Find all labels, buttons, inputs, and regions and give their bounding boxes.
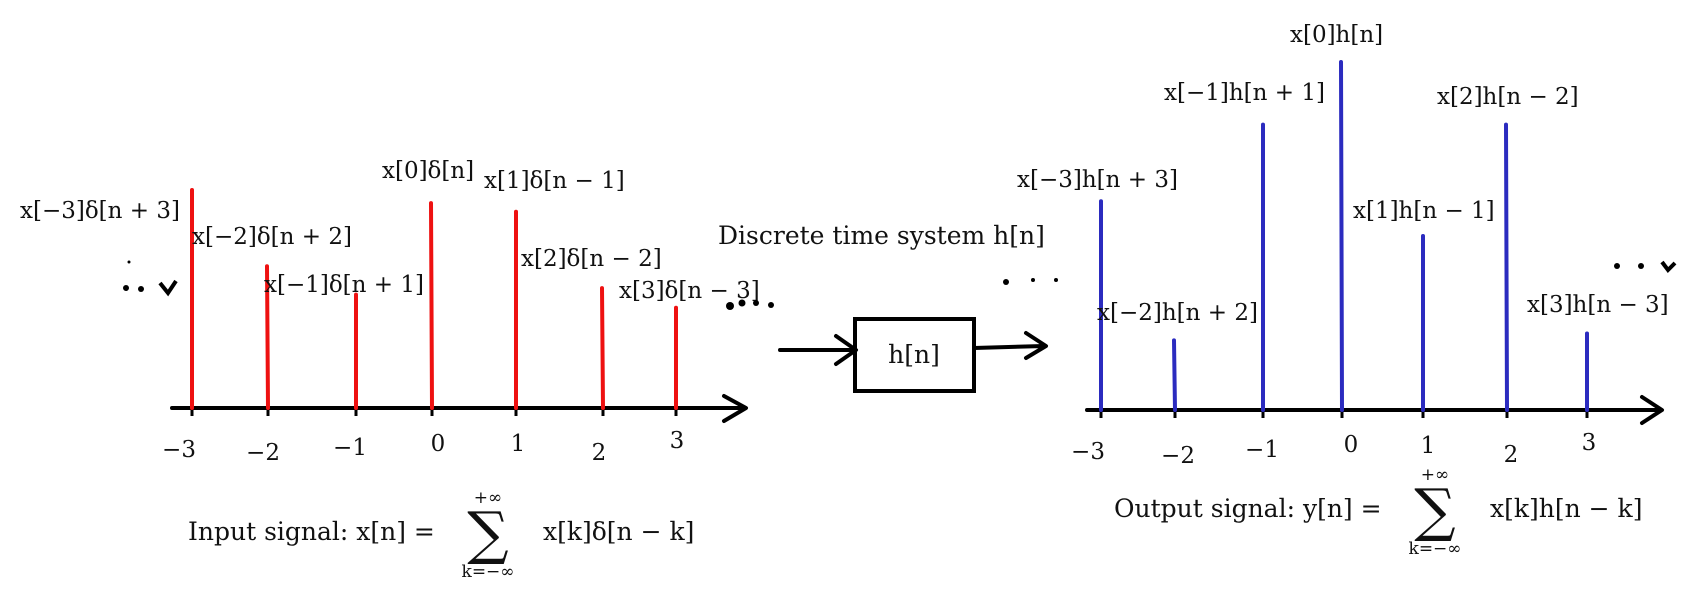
tick-label: 2 xyxy=(592,440,607,466)
output-tick-labels: −3 −2 −1 0 1 2 3 xyxy=(1071,430,1596,469)
output-caption: Output signal: y[n] = +∞ ∑ k=−∞ x[k]h[n … xyxy=(1114,465,1642,559)
input-tick-labels: −3 −2 −1 0 1 2 3 xyxy=(162,428,684,466)
output-stem-labels: x[−3]h[n + 3] x[−2]h[n + 2] x[−1]h[n + 1] x… xyxy=(1017,22,1669,326)
tick-label: −1 xyxy=(333,435,367,461)
tick-label: 3 xyxy=(670,428,685,454)
tick-label: 1 xyxy=(1421,433,1436,459)
stem-label: x[3]h[n − 3] xyxy=(1527,292,1669,318)
stem xyxy=(1339,60,1344,412)
output-sum-lower: k=−∞ xyxy=(1409,539,1462,559)
tick-label: 3 xyxy=(1582,430,1597,456)
output-stems xyxy=(1099,60,1589,412)
output-sum-body: x[k]h[n − k] xyxy=(1490,494,1642,523)
input-time-axis xyxy=(170,394,748,423)
tick-label: 0 xyxy=(431,431,446,457)
system-output-arrow xyxy=(972,331,1048,360)
stem-label: x[−2]h[n + 2] xyxy=(1097,300,1258,326)
stem-label: x[0]h[n] xyxy=(1290,22,1383,48)
input-right-continuation-dots xyxy=(726,299,774,310)
stem xyxy=(429,201,434,410)
input-sum-upper: +∞ xyxy=(474,488,502,508)
input-caption: Input signal: x[n] = +∞ ∑ k=−∞ x[k]δ[n −… xyxy=(188,488,694,582)
system-continuation-dots xyxy=(1003,278,1058,285)
stem-label: x[−1]δ[n + 1] xyxy=(264,272,424,298)
system-title: Discrete time system h[n] xyxy=(718,221,1045,250)
output-sum-upper: +∞ xyxy=(1421,465,1449,485)
stem-label: x[−1]h[n + 1] xyxy=(1164,80,1325,106)
tick-label: −3 xyxy=(162,437,196,463)
input-stem-labels: x[−3]δ[n + 3] x[−2]δ[n + 2] x[−1]δ[n + 1] x… xyxy=(20,158,760,304)
input-left-continuation-dots xyxy=(123,260,178,297)
stem-label: x[−3]δ[n + 3] xyxy=(20,198,180,224)
input-sigma: ∑ xyxy=(467,499,508,567)
tick-label: −1 xyxy=(1245,437,1279,463)
tick-label: −2 xyxy=(1161,443,1195,469)
system-block: Discrete time system h[n] h[n] xyxy=(718,221,1058,393)
tick-label: −3 xyxy=(1071,439,1105,465)
stem xyxy=(265,264,270,410)
stem xyxy=(1172,338,1177,412)
stem-label: x[2]h[n − 2] xyxy=(1437,84,1579,110)
stem-label: x[2]δ[n − 2] xyxy=(521,246,662,272)
input-sum-lower: k=−∞ xyxy=(462,562,515,582)
system-box-label: h[n] xyxy=(888,340,940,369)
output-time-axis xyxy=(1085,395,1664,425)
input-stems xyxy=(190,188,678,410)
tick-label: 0 xyxy=(1344,432,1359,458)
stem xyxy=(600,286,605,410)
tick-label: 2 xyxy=(1504,442,1519,468)
input-caption-prefix: Input signal: x[n] = xyxy=(188,517,435,546)
output-sigma: ∑ xyxy=(1414,476,1455,544)
stem-label: x[3]δ[n − 3] xyxy=(619,278,760,304)
tick-label: 1 xyxy=(511,431,526,457)
stem xyxy=(1504,122,1509,412)
system-box xyxy=(853,317,976,393)
input-sum-body: x[k]δ[n − k] xyxy=(543,517,694,546)
stem-label: x[−3]h[n + 3] xyxy=(1017,167,1178,193)
output-caption-prefix: Output signal: y[n] = xyxy=(1114,494,1382,523)
stem-label: x[1]δ[n − 1] xyxy=(484,168,625,194)
tick-label: −2 xyxy=(246,440,280,466)
output-right-continuation-dots xyxy=(1614,260,1677,274)
stem-label: x[−2]δ[n + 2] xyxy=(192,224,352,250)
system-input-arrow xyxy=(778,334,858,366)
stem-label: x[1]h[n − 1] xyxy=(1353,198,1495,224)
stem-label: x[0]δ[n] xyxy=(382,158,474,184)
